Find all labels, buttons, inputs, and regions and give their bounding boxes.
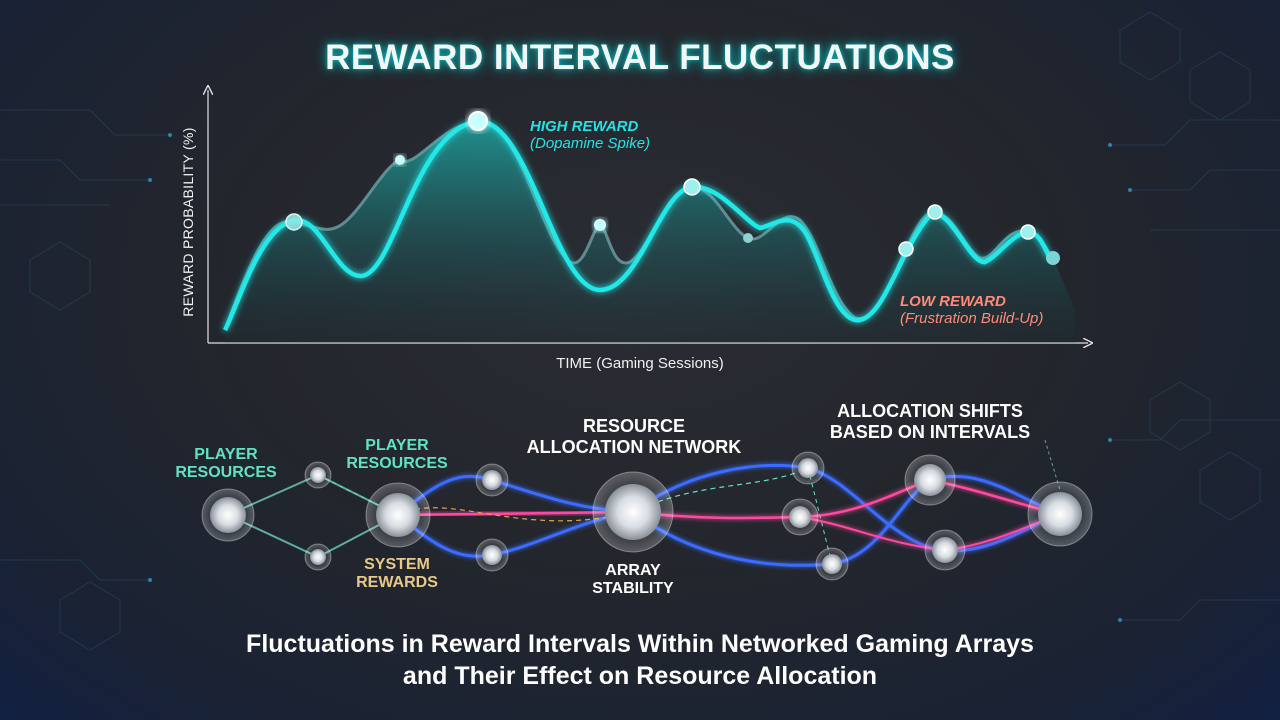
label-player-resources-mid: PLAYER RESOURCES [346,437,448,472]
label-array-stability: ARRAY STABILITY [592,562,674,597]
high-reward-annotation: HIGH REWARD (Dopamine Spike) [530,118,650,152]
low-reward-sublabel: (Frustration Build-Up) [900,310,1044,327]
node-shift-d [904,454,956,506]
reward-area-fill [225,120,1075,343]
node-destination [1027,481,1093,547]
node-shift-a [791,451,825,485]
page-title: REWARD INTERVAL FLUCTUATIONS [325,38,955,77]
node-upper-relay [475,463,509,497]
caption-line-2: and Their Effect on Resource Allocation [402,662,878,690]
node-player-resources-hub [365,482,431,548]
low-reward-annotation: LOW REWARD (Frustration Build-Up) [900,293,1043,327]
x-axis-label: TIME (Gaming Sessions) [556,355,724,372]
high-reward-sublabel: (Dopamine Spike) [530,135,651,152]
node-shift-c [815,547,849,581]
label-player-resources-left: PLAYER RESOURCES [175,446,277,481]
high-reward-label: HIGH REWARD [530,118,639,135]
node-player-resources-source [201,488,255,542]
label-resource-allocation-network: RESOURCE ALLOCATION NETWORK [526,416,742,457]
node-shift-e [924,529,966,571]
low-reward-label: LOW REWARD [900,293,1006,310]
node-lower-relay [475,538,509,572]
caption: Fluctuations in Reward Intervals Within … [0,628,1280,692]
curve-markers [285,111,1060,265]
label-allocation-shifts: ALLOCATION SHIFTS BASED ON INTERVALS [829,401,1031,442]
caption-line-1: Fluctuations in Reward Intervals Within … [246,630,1034,658]
node-shift-b [781,498,819,536]
node-small-bottom [304,543,332,571]
label-system-rewards: SYSTEM REWARDS [356,556,438,591]
node-small-top [304,461,332,489]
node-resource-allocation-center [592,471,674,553]
